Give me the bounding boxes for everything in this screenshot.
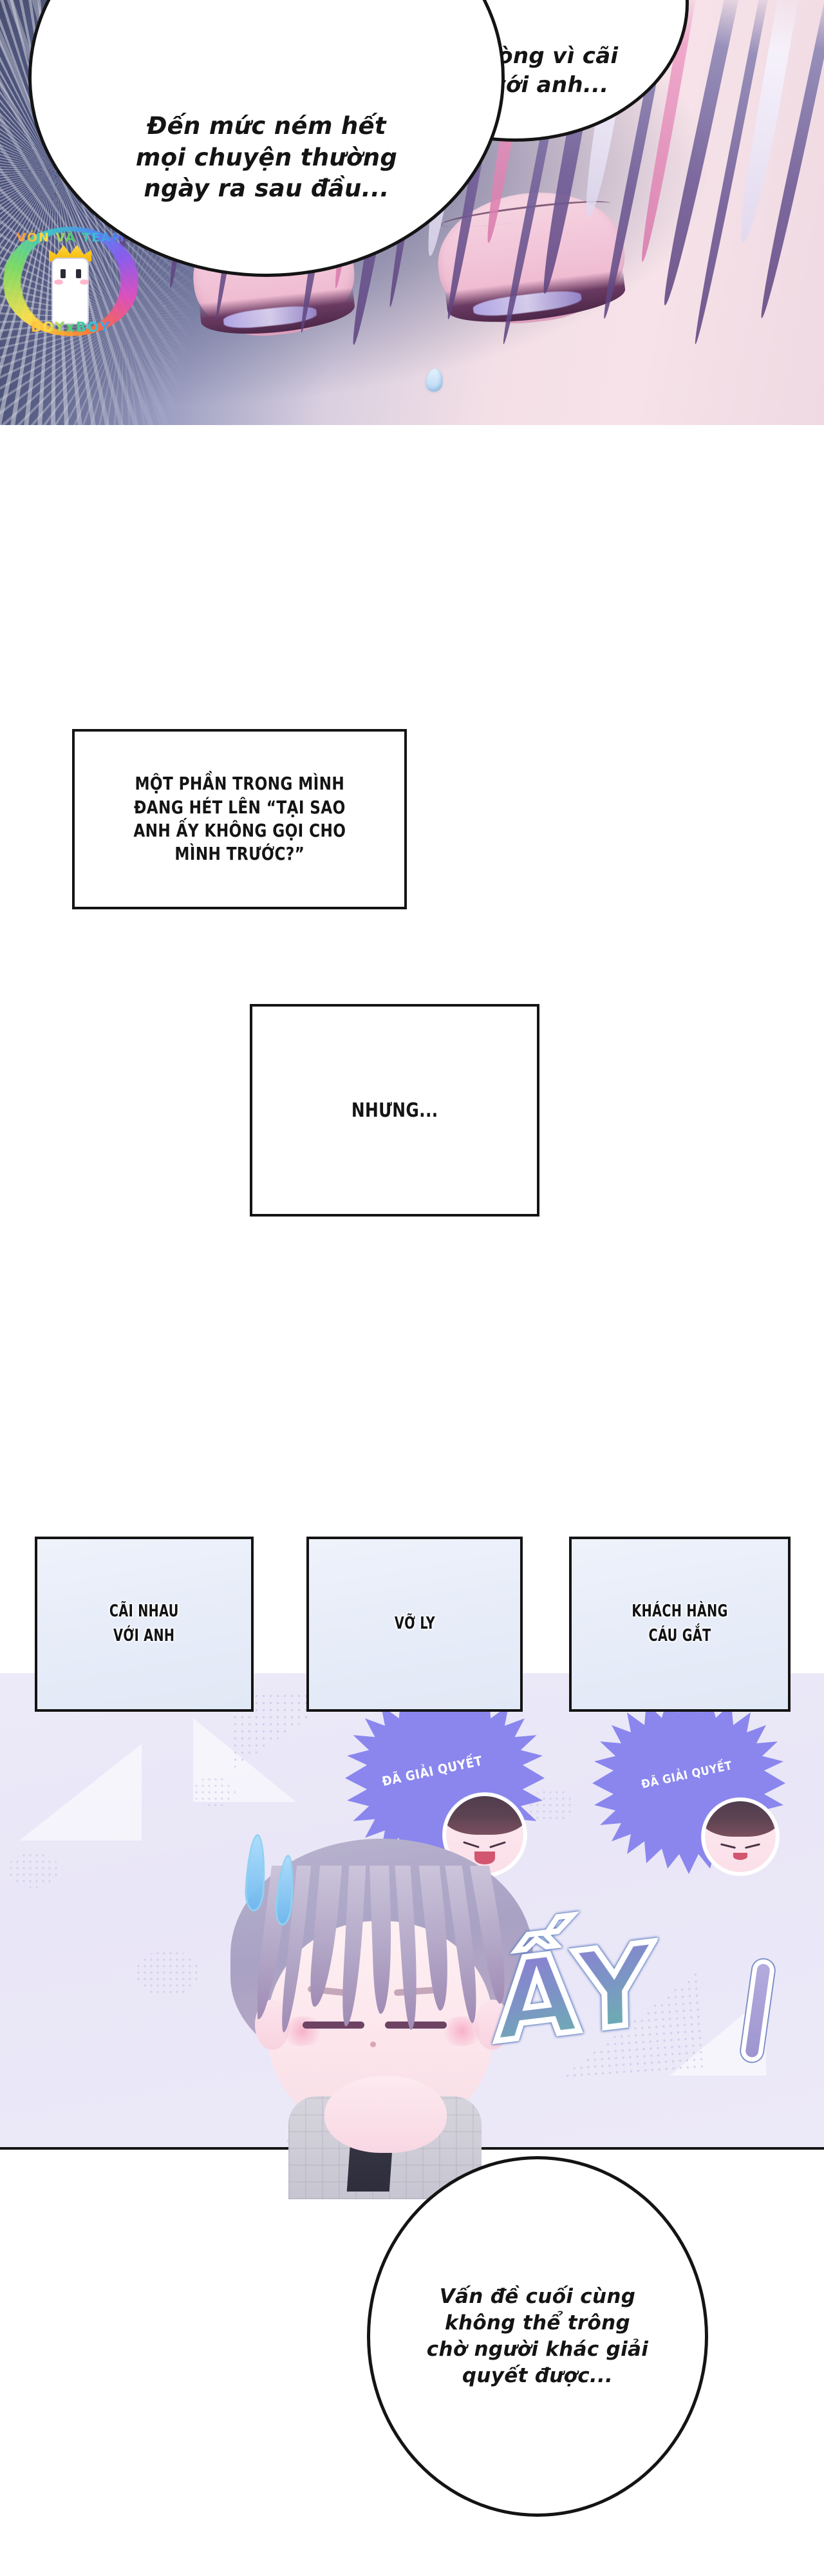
bg-dot-ellipse-3 xyxy=(193,1776,236,1807)
narration-box-inner-voice-text: MỘT PHẦN TRONG MÌNH ĐANG HÉT LÊN “TẠI SA… xyxy=(133,773,346,865)
bg-triangle-1 xyxy=(19,1744,142,1841)
label-box-broken-glass: VỠ LY xyxy=(306,1537,523,1712)
sticker-2-hair xyxy=(705,1801,776,1837)
narration-box-inner-voice: MỘT PHẦN TRONG MÌNH ĐANG HÉT LÊN “TẠI SA… xyxy=(72,729,407,909)
label-box-fight: CÃI NHAU VỚI ANH xyxy=(35,1537,254,1712)
chibi-eye-closed-right xyxy=(385,2022,447,2029)
bg-dot-ellipse-2 xyxy=(135,1950,200,1996)
narration-box-but-text: NHƯNG... xyxy=(351,1099,438,1122)
watermark-logo: VÓN VÀ TEAM BOYxBOY xyxy=(3,227,139,336)
speech-bubble-bottom: Vấn đề cuối cùng không thể trông chờ ngư… xyxy=(367,2156,708,2517)
bg-dot-ellipse-1 xyxy=(8,1852,59,1888)
mascot-blush-right xyxy=(80,279,89,285)
chibi-face-sticker-2 xyxy=(702,1798,779,1875)
label-box-angry-customer: KHÁCH HÀNG CÁU GẮT xyxy=(569,1537,791,1712)
chibi-nose xyxy=(370,2041,376,2047)
mascot-eye-left xyxy=(61,269,66,278)
chibi-eye-closed-left xyxy=(303,2022,364,2029)
sticker-2-mouth xyxy=(733,1853,747,1861)
mascot-blush-left xyxy=(54,279,63,285)
chibi-hands xyxy=(324,2076,447,2153)
sticker-1-mouth xyxy=(474,1852,495,1864)
label-box-angry-customer-text: KHÁCH HÀNG CÁU GẮT xyxy=(632,1602,728,1645)
sticker-1-hair xyxy=(446,1796,523,1835)
speech-bubble-bottom-text: Vấn đề cuối cùng không thể trông chờ ngư… xyxy=(426,2285,649,2387)
bg-dot-ellipse-4 xyxy=(528,1789,576,1823)
watermark-bottom-text: BOYxBOY xyxy=(3,319,139,335)
sfx-text-ay: ẤY xyxy=(491,1917,654,2070)
label-box-broken-glass-text: VỠ LY xyxy=(394,1614,435,1634)
watermark-top-text: VÓN VÀ TEAM xyxy=(3,231,139,245)
label-box-fight-text: CÃI NHAU VỚI ANH xyxy=(109,1602,179,1645)
mascot-eye-right xyxy=(76,269,81,278)
chibi-hair-front xyxy=(258,1866,509,2052)
narration-box-but: NHƯNG... xyxy=(250,1004,539,1217)
chibi-face-sticker-1 xyxy=(443,1793,527,1877)
chibi-blush-right xyxy=(439,2016,485,2046)
mascot-icon xyxy=(52,258,89,325)
speech-bubble-top-main-text: Đến mức ném hết mọi chuyện thường ngày r… xyxy=(135,111,398,203)
